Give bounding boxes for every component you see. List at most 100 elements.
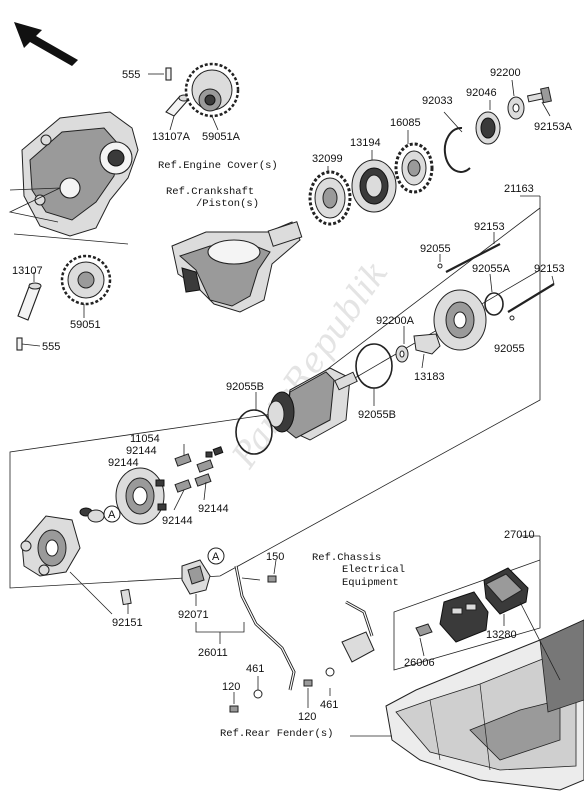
spring-92144-a	[174, 453, 192, 467]
label-92055a: 92055A	[472, 263, 511, 275]
bolt-120-a	[229, 705, 239, 713]
starter-motor	[267, 367, 358, 441]
screw-150	[267, 575, 277, 583]
marker-a-2: A	[207, 547, 225, 565]
label-11054: 11054	[130, 433, 160, 445]
clutch-13194	[351, 159, 397, 213]
brush-holder	[115, 467, 167, 525]
rear-fender-frame	[385, 619, 584, 791]
label-59051: 59051	[70, 319, 101, 331]
nut-461-b	[325, 667, 335, 677]
label-92153-lower: 92153	[534, 263, 565, 275]
starter-group-box	[9, 196, 541, 589]
ref-chassis-3: Equipment	[342, 577, 399, 589]
ref-crankshaft-2: /Piston(s)	[196, 198, 259, 210]
label-555-top: 555	[122, 69, 140, 81]
label-16085: 16085	[390, 117, 421, 129]
oring-92055b-right	[355, 343, 393, 389]
bolt-92153a	[526, 86, 552, 104]
nut-461-a	[253, 689, 263, 699]
label-555-bottom: 555	[42, 341, 60, 353]
spring-92144-d	[194, 473, 212, 487]
bolt-92151	[120, 588, 132, 606]
cap-92071	[181, 559, 211, 595]
svg-text:A: A	[212, 551, 220, 563]
label-27010: 27010	[504, 529, 535, 541]
label-13280: 13280	[486, 629, 517, 641]
label-92046: 92046	[466, 87, 497, 99]
starter-relay	[439, 591, 489, 643]
oring-92055b-left	[235, 409, 273, 455]
label-13183: 13183	[414, 371, 445, 383]
shaft-13107a	[165, 94, 190, 117]
pin-555-bottom	[16, 337, 23, 351]
label-92033: 92033	[422, 95, 453, 107]
terminal-bits	[79, 507, 105, 523]
bolt-120-b	[303, 679, 313, 687]
ref-engine-cover: Ref.Engine Cover(s)	[158, 160, 278, 172]
washer-92200	[507, 96, 525, 120]
label-92144-4: 92144	[162, 515, 193, 527]
engine-cover-drawing	[21, 111, 139, 237]
oring-92055-lower	[509, 315, 515, 321]
ref-rear-fender: Ref.Rear Fender(s)	[220, 728, 333, 740]
label-92055-upper: 92055	[420, 243, 451, 255]
label-92200a: 92200A	[376, 315, 415, 327]
chassis-wire	[345, 600, 374, 637]
fuse-26006	[415, 623, 433, 637]
ref-chassis-1: Ref.Chassis	[312, 552, 381, 564]
label-92153a: 92153A	[534, 121, 573, 133]
gear-59051a	[184, 62, 240, 118]
label-92055b-right: 92055B	[358, 409, 396, 421]
label-26011: 26011	[198, 647, 228, 659]
gear-32099	[308, 170, 352, 226]
label-92200: 92200	[490, 67, 521, 79]
label-59051a: 59051A	[202, 131, 241, 143]
spring-92144-b	[196, 459, 214, 473]
bearing-92046	[475, 111, 501, 145]
relay-terminal	[341, 631, 375, 663]
circlip-92033	[443, 126, 471, 173]
label-13194: 13194	[350, 137, 381, 149]
label-92055b-left: 92055B	[226, 381, 264, 393]
label-92055-lower: 92055	[494, 343, 525, 355]
label-92153-upper: 92153	[474, 221, 505, 233]
bolt-92153-lower	[507, 283, 555, 313]
label-92144-3: 92144	[198, 503, 229, 515]
starter-front-cover	[433, 289, 487, 351]
label-21163: 21163	[504, 183, 534, 195]
front-direction-arrow-icon	[14, 22, 78, 66]
label-92144-1: 92144	[126, 445, 157, 457]
label-461-b: 461	[320, 699, 338, 711]
spring-92144-c	[174, 479, 192, 493]
cover-leader	[8, 187, 61, 223]
label-461-a: 461	[246, 663, 264, 675]
label-92071: 92071	[178, 609, 209, 621]
svg-text:A: A	[108, 509, 116, 521]
label-13107a: 13107A	[152, 131, 191, 143]
starter-rear-cover	[20, 515, 81, 577]
label-92151: 92151	[112, 617, 143, 629]
ref-chassis-2: Electrical	[342, 564, 405, 576]
relay-13280	[483, 567, 529, 615]
label-150: 150	[266, 551, 284, 563]
label-92144-2: 92144	[108, 457, 139, 469]
ref-crankshaft-1: Ref.Crankshaft	[166, 186, 254, 198]
label-13107: 13107	[12, 265, 43, 277]
marker-a-1: A	[103, 505, 121, 523]
label-120-b: 120	[298, 711, 316, 723]
gear-59051	[60, 254, 112, 306]
oring-92055a	[484, 292, 504, 316]
label-26006: 26006	[404, 657, 435, 669]
pin-555-top	[165, 67, 172, 81]
label-32099: 32099	[312, 153, 343, 165]
crankshaft-drawing	[171, 221, 303, 313]
plate-13183	[413, 333, 441, 355]
lead-wire-26011	[234, 565, 296, 691]
washer-92200a	[395, 345, 409, 363]
gear-16085	[394, 142, 434, 194]
oring-92055-upper	[437, 263, 443, 269]
shaft-13107	[17, 282, 42, 321]
